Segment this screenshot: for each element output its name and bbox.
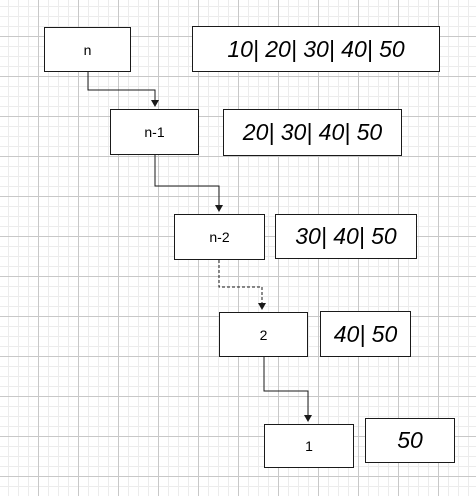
edge-n-1-to-n-2 xyxy=(154,155,223,212)
node-n-minus-1: n-1 xyxy=(110,109,199,155)
node-n-minus-2: n-2 xyxy=(174,214,265,260)
edge-n-to-n-1 xyxy=(87,72,159,107)
array-box-n-minus-1: 20| 30| 40| 50 xyxy=(223,109,402,156)
array-box-n-minus-2: 30| 40| 50 xyxy=(275,214,417,259)
array-box-1: 50 xyxy=(365,418,455,463)
node-n: n xyxy=(44,27,131,72)
edge-2-to-1 xyxy=(263,357,312,422)
node-2: 2 xyxy=(219,312,308,357)
edge-n-2-to-2 xyxy=(218,260,266,310)
array-box-n: 10| 20| 30| 40| 50 xyxy=(192,26,440,72)
node-1: 1 xyxy=(264,424,354,468)
array-box-2: 40| 50 xyxy=(320,311,411,357)
